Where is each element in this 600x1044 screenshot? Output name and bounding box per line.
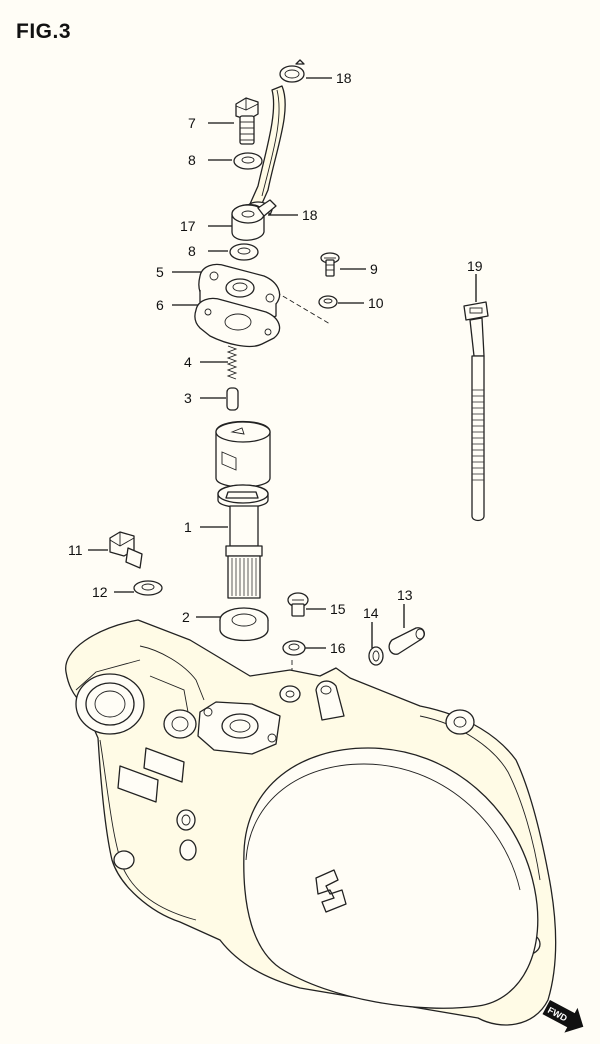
figure-title: FIG.3 — [16, 20, 72, 43]
callout-2: 2 — [182, 609, 190, 625]
callout-10: 10 — [368, 295, 384, 311]
fwd-arrow-icon: FWD — [542, 1000, 584, 1033]
callout-19: 19 — [467, 258, 483, 274]
callout-18-lower: 18 — [302, 207, 318, 223]
washer-8-lower — [229, 243, 259, 261]
crankcase-cover — [65, 619, 557, 1026]
oil-seal-2 — [219, 607, 269, 642]
bolt-11 — [109, 531, 143, 569]
banjo-fitting — [231, 199, 277, 241]
callout-13: 13 — [397, 587, 413, 603]
washer-10 — [318, 295, 338, 309]
fitting-13 — [388, 627, 426, 655]
callout-3: 3 — [184, 390, 192, 406]
o-ring-14 — [368, 646, 384, 666]
cover-logo-icon — [315, 869, 347, 913]
callout-8-lower: 8 — [188, 243, 196, 259]
leader-lines — [88, 77, 477, 690]
pin-3 — [226, 387, 239, 411]
spring-4 — [226, 345, 238, 380]
cable-tie-19 — [463, 301, 489, 522]
callout-15: 15 — [330, 601, 346, 617]
callout-12: 12 — [92, 584, 108, 600]
washer-8-upper — [233, 152, 263, 170]
callout-4: 4 — [184, 354, 192, 370]
screw-15 — [287, 592, 309, 617]
washer-16 — [282, 640, 306, 656]
callout-labels: 18 7 8 17 18 8 9 5 6 10 4 3 1 11 12 2 15… — [68, 70, 483, 656]
callout-1: 1 — [184, 519, 192, 535]
pump-gasket — [194, 297, 281, 348]
callout-17: 17 — [180, 218, 196, 234]
callout-6: 6 — [156, 297, 164, 313]
hose-assembly — [246, 59, 305, 216]
pump-shaft — [217, 484, 269, 599]
callout-16: 16 — [330, 640, 346, 656]
screw-9 — [320, 252, 340, 277]
valve-head — [215, 420, 271, 488]
callout-5: 5 — [156, 264, 164, 280]
washer-12 — [133, 580, 163, 596]
callout-14: 14 — [363, 605, 379, 621]
callout-7: 7 — [188, 115, 196, 131]
callout-9: 9 — [370, 261, 378, 277]
banjo-bolt — [235, 97, 259, 145]
callout-18-top: 18 — [336, 70, 352, 86]
callout-11: 11 — [68, 542, 83, 558]
callout-8-upper: 8 — [188, 152, 196, 168]
